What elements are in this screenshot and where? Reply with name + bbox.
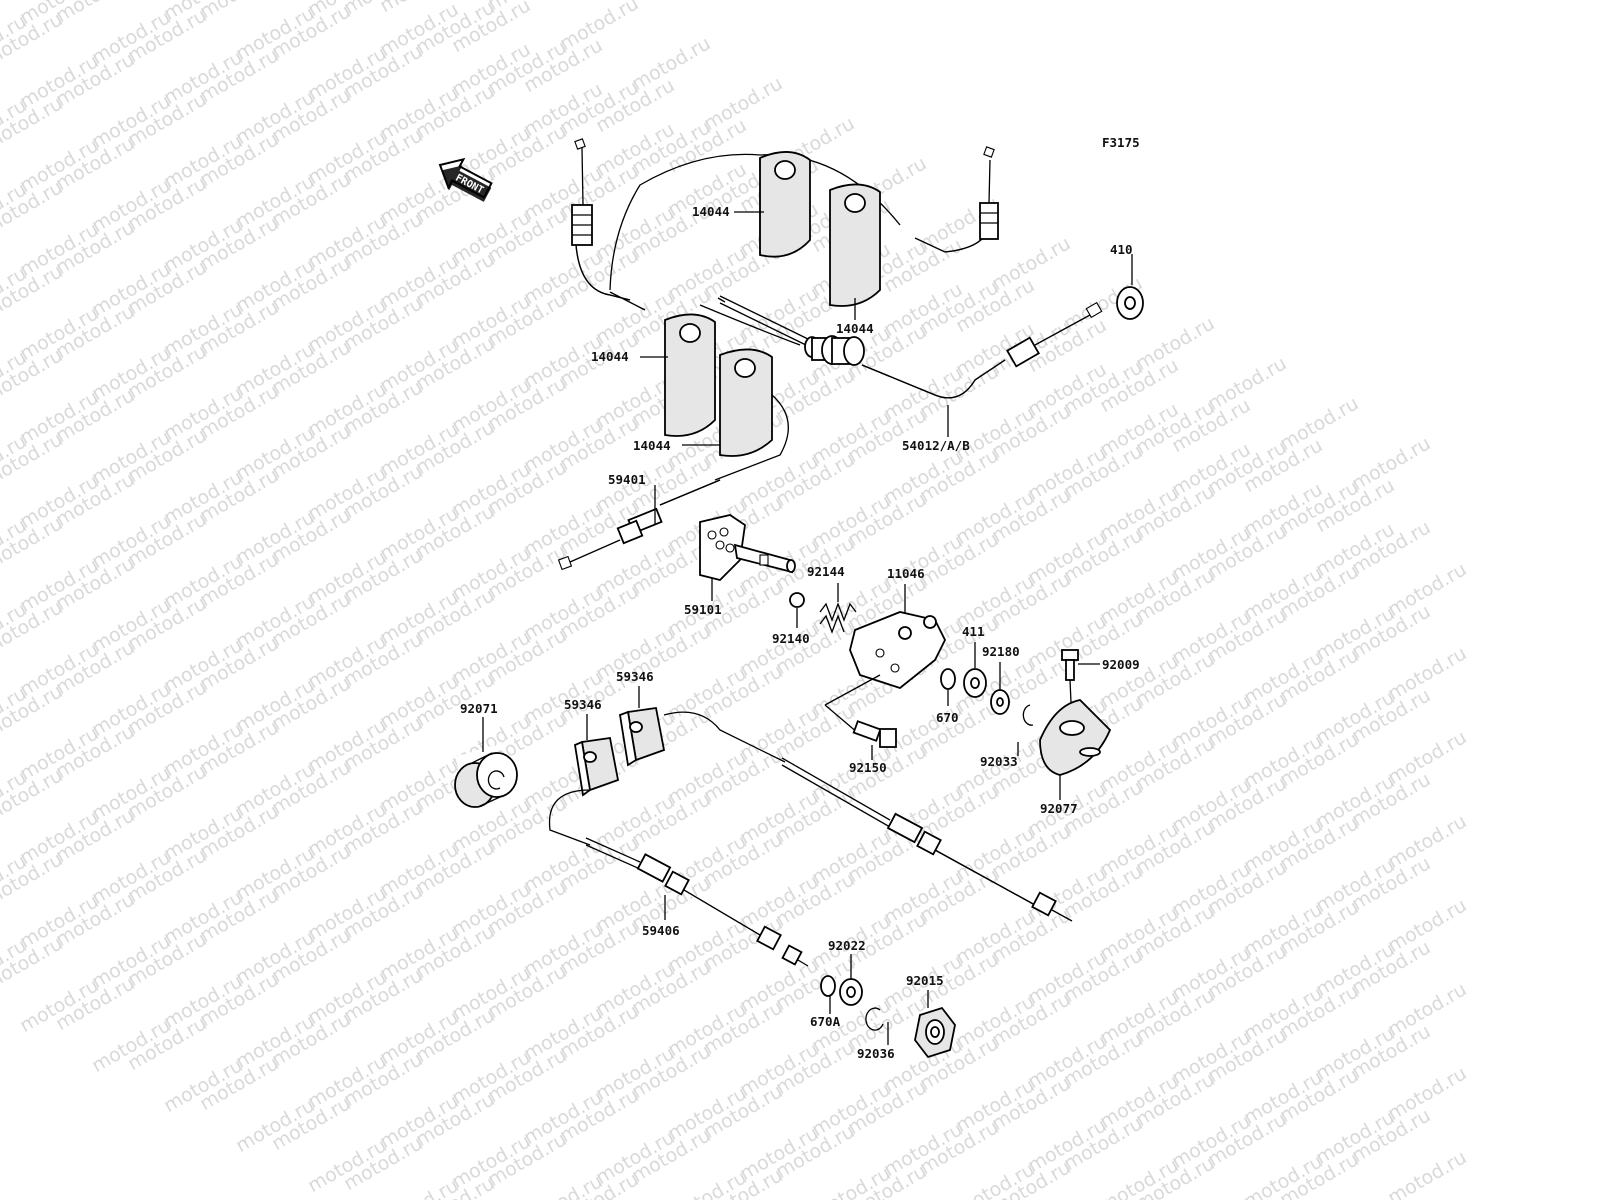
label-411: 411 (962, 624, 985, 639)
cover-92077 (1039, 699, 1112, 776)
label-92015: 92015 (906, 973, 944, 988)
label-92036: 92036 (857, 1046, 895, 1061)
grommet-92071 (454, 745, 518, 808)
label-670: 670 (936, 710, 959, 725)
label-92150: 92150 (849, 760, 887, 775)
clamp-block-14044-d (719, 348, 773, 457)
label-92033: 92033 (980, 754, 1018, 769)
label-92180: 92180 (982, 644, 1020, 659)
grommet-59346-a (574, 736, 620, 797)
label-14044-d: 14044 (633, 438, 671, 453)
label-11046: 11046 (887, 566, 925, 581)
label-92140: 92140 (772, 631, 810, 646)
washer-410 (1116, 286, 1144, 320)
label-670a: 670A (810, 1014, 841, 1029)
label-59406: 59406 (642, 923, 680, 938)
nut-92015 (914, 1006, 956, 1059)
label-59346-a: 59346 (616, 669, 654, 684)
label-92077: 92077 (1040, 801, 1078, 816)
label-59401: 59401 (608, 472, 646, 487)
grommet-59346-b (618, 706, 666, 767)
spring-92144 (819, 602, 857, 634)
cable-59401 (557, 394, 789, 571)
label-410: 410 (1110, 242, 1133, 257)
clamp-block-14044-c (664, 313, 716, 437)
clamp-block-14044-b (829, 183, 881, 307)
label-14044-a: 14044 (692, 204, 730, 219)
throttle-cam-59101 (699, 514, 796, 581)
shift-cable-59406 (548, 711, 1073, 967)
oring-670 (940, 668, 956, 690)
label-14044-b: 14044 (836, 321, 874, 336)
label-92022: 92022 (828, 938, 866, 953)
oring-670a (820, 975, 836, 997)
bolt-92150 (852, 720, 897, 748)
label-59346-b: 59346 (564, 697, 602, 712)
label-92144: 92144 (807, 564, 845, 579)
part-labels: 14044 14044 14044 14044 410 54012/A/B 59… (460, 204, 1140, 1061)
label-54012-a-b: 54012/A/B (902, 438, 970, 453)
ball-92140 (789, 592, 805, 608)
bracket-11046 (824, 611, 947, 734)
front-arrow: FRONT (438, 157, 493, 202)
label-14044-c: 14044 (591, 349, 629, 364)
circlip-92033 (1022, 704, 1034, 726)
label-92071: 92071 (460, 701, 498, 716)
figure-code: F3175 (1102, 135, 1140, 150)
washer-411 (963, 668, 987, 698)
leader-lines (482, 211, 1133, 1045)
lockwasher-92036 (865, 1007, 884, 1031)
throttle-cable-54012 (571, 138, 1103, 399)
washer-92180 (990, 689, 1010, 715)
label-92009: 92009 (1102, 657, 1140, 672)
washer-92022 (839, 978, 863, 1006)
label-59101: 59101 (684, 602, 722, 617)
clamp-block-14044-a (759, 151, 811, 258)
